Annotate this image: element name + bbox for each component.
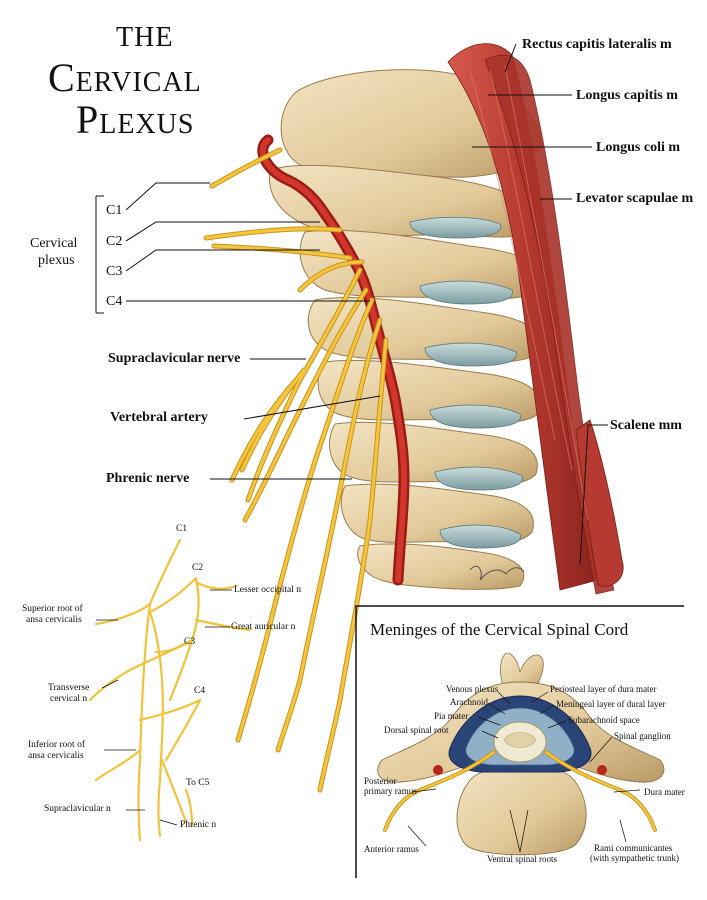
venous-plexus-label: Venous plexus	[446, 684, 499, 694]
muscle-fibers	[469, 65, 589, 521]
dura-mater-label: Dura mater	[644, 787, 685, 797]
vertebral-artery-label: Vertebral artery	[110, 410, 208, 425]
schematic-c3-label: C3	[184, 637, 196, 647]
inset-frame	[355, 605, 684, 878]
longus-capitis-label: Longus capitis m	[576, 88, 678, 103]
c7-vertebra	[357, 543, 525, 590]
transverse-cervical-label-line2: cervical n	[50, 694, 88, 704]
posterior-ramus-label-line2: primary ramus	[364, 786, 417, 796]
pia-mater-label: Pia mater	[434, 711, 469, 721]
disc	[424, 342, 517, 367]
cervical-plexus-label-line1: Cervical	[30, 236, 78, 251]
superior-root-label-line1: Superior root of	[22, 604, 83, 614]
disc	[409, 216, 502, 239]
periosteal-label: Periosteal layer of dura mater	[550, 684, 657, 694]
neck-muscles	[447, 43, 624, 595]
inset-leader-lines	[407, 691, 641, 853]
cervical-spine	[268, 69, 546, 590]
supraclavicular-n-label: Supraclavicular n	[44, 804, 111, 814]
phrenic-nerve-label: Phrenic nerve	[106, 471, 190, 486]
title-line-2: Cervical	[48, 55, 202, 100]
spinal-ganglion-label: Spinal ganglion	[614, 731, 671, 741]
root-label-c1: C1	[106, 203, 123, 218]
title-line-1: THE	[116, 22, 174, 53]
inset-title: Meninges of the Cervical Spinal Cord	[370, 620, 629, 639]
levator-scapulae-label: Levator scapulae m	[576, 191, 694, 206]
ventral-roots-label: Ventral spinal roots	[487, 854, 557, 864]
lesser-occipital-label: Lesser occipital n	[234, 585, 302, 595]
vertebral-artery-section	[597, 765, 607, 775]
root-label-c2: C2	[106, 234, 123, 249]
title-line-3: Plexus	[76, 97, 195, 142]
transverse-cervical-label-line1: Transverse	[48, 683, 90, 693]
dorsal-root-label: Dorsal spinal root	[384, 725, 449, 735]
great-auricular-label: Great auricular n	[231, 622, 296, 632]
scalene-muscle	[575, 419, 624, 587]
disc	[439, 524, 521, 549]
subarachnoid-label: Subarachnoid space	[568, 715, 640, 725]
schematic-c4-label: C4	[194, 686, 206, 696]
rectus-capitis-label: Rectus capitis lateralis m	[522, 37, 672, 52]
disc	[429, 404, 521, 429]
supraclavicular-nerve-label: Supraclavicular nerve	[108, 351, 241, 366]
anterior-ramus-label: Anterior ramus	[364, 844, 419, 854]
scalene-label: Scalene mm	[610, 418, 682, 433]
rami-communicantes-label-line1: Rami communicantes	[594, 843, 673, 853]
schematic-c2-label: C2	[192, 563, 204, 573]
vertebral-artery	[257, 134, 410, 586]
vertebral-artery-section	[433, 765, 443, 775]
posterior-ramus-label-line1: Posterior	[364, 776, 397, 786]
phrenic-n-label: Phrenic n	[180, 820, 217, 830]
root-label-c4: C4	[106, 294, 123, 309]
superior-root-label-line2: ansa cervicalis	[26, 615, 82, 625]
disc	[419, 280, 513, 305]
schematic-to-c5-label: To C5	[186, 778, 210, 788]
longus-coli-label: Longus coli m	[596, 140, 681, 155]
arachnoid-label: Arachnoid	[450, 697, 488, 707]
disc	[434, 466, 523, 491]
schematic-leader-lines	[96, 589, 232, 826]
inferior-root-label-line2: ansa cervicalis	[28, 751, 84, 761]
main-leader-lines	[95, 43, 608, 566]
schematic-c1-label: C1	[176, 524, 188, 534]
cross-section-vertebra	[377, 652, 665, 856]
artist-signature	[469, 565, 525, 581]
plexus-schematic	[88, 538, 252, 842]
meningeal-label: Meningeal layer of dural layer	[556, 699, 666, 709]
inferior-root-label-line1: Inferior root of	[28, 740, 85, 750]
cervical-plexus-label-line2: plexus	[38, 253, 75, 268]
root-label-c3: C3	[106, 264, 123, 279]
rami-communicantes-label-line2: (with sympathetic trunk)	[590, 853, 679, 863]
